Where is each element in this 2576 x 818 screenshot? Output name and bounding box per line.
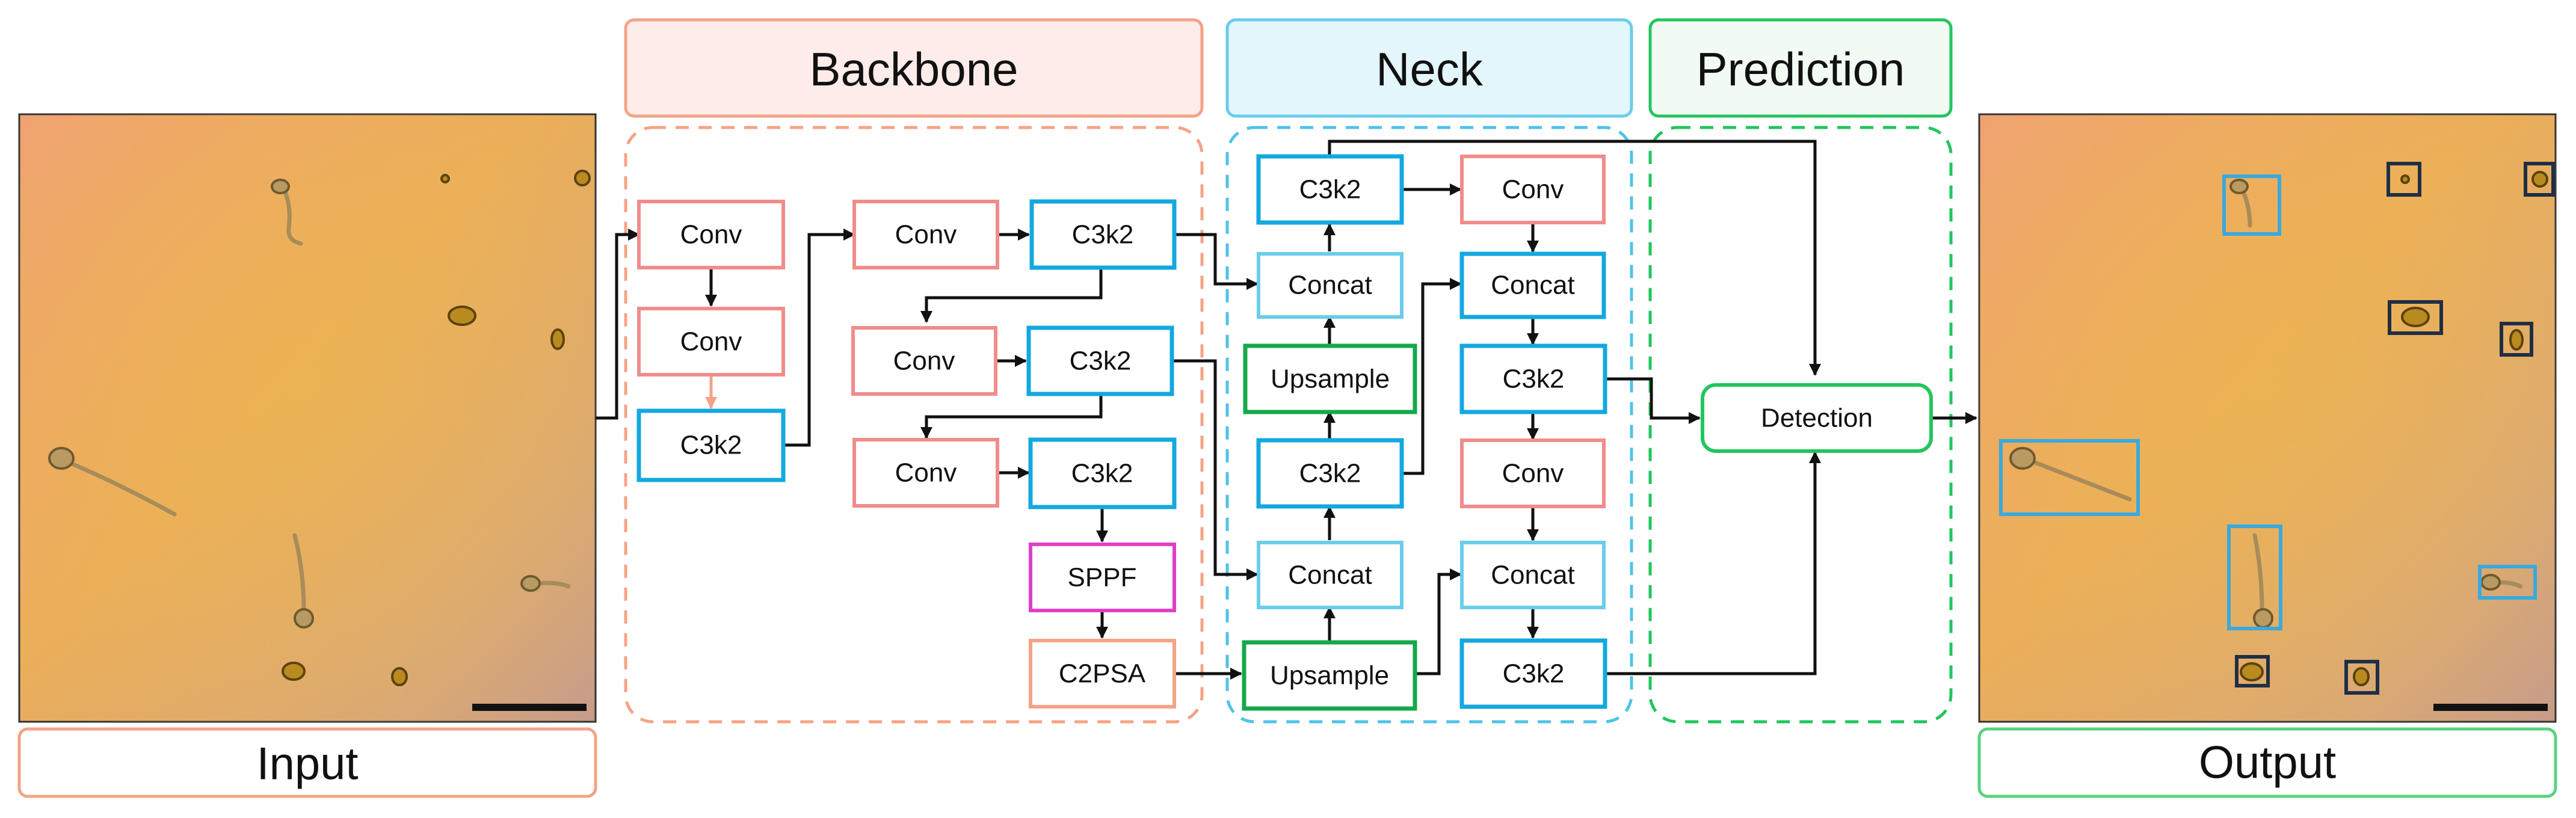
block-label: C3k2	[1070, 346, 1132, 376]
block-label: Concat	[1288, 561, 1372, 590]
backbone-conv-5: Conv	[852, 438, 999, 508]
connectors	[596, 140, 1977, 680]
neck-header: Neck	[1225, 18, 1633, 118]
backbone-c3k2-4: C3k2	[1028, 437, 1177, 509]
block-label: Conv	[895, 220, 957, 250]
block-label: Detection	[1761, 404, 1873, 433]
block-label: C3k2	[1503, 659, 1565, 689]
neck-conv-1: Conv	[1460, 155, 1606, 224]
block-label: Conv	[1502, 175, 1564, 204]
output-label-box: Output	[1977, 727, 2557, 798]
backbone-conv-4: Conv	[851, 326, 997, 396]
block-label: Conv	[680, 220, 742, 250]
neck-c3k2-top: C3k2	[1256, 154, 1404, 225]
block-label: Upsample	[1271, 364, 1390, 394]
output-image	[1978, 113, 2557, 723]
output-label: Output	[2199, 737, 2336, 789]
block-label: Concat	[1288, 271, 1372, 300]
neck-concat-2: Concat	[1257, 541, 1404, 609]
backbone-c3k2-3: C3k2	[1026, 325, 1174, 396]
prediction-title: Prediction	[1696, 43, 1905, 96]
backbone-region	[624, 126, 1204, 724]
neck-concat-1: Concat	[1257, 252, 1404, 319]
block-label: Upsample	[1270, 661, 1389, 690]
input-label: Input	[256, 739, 358, 790]
block-label: Conv	[680, 327, 742, 357]
neck-c3k2-mid: C3k2	[1256, 438, 1404, 509]
block-label: C3k2	[680, 431, 742, 460]
neck-region	[1225, 126, 1633, 724]
backbone-c3k2-2: C3k2	[1029, 199, 1177, 270]
neck-upsample-1: Upsample	[1243, 343, 1417, 414]
block-label: C3k2	[1071, 459, 1133, 488]
input-image	[18, 113, 597, 723]
block-label: Concat	[1491, 561, 1574, 590]
backbone-conv-2: Conv	[637, 307, 785, 377]
prediction-region	[1648, 126, 1953, 724]
backbone-conv-1: Conv	[637, 200, 785, 269]
block-label: Conv	[1502, 459, 1564, 488]
backbone-c3k2-1: C3k2	[636, 408, 786, 482]
block-label: Conv	[893, 346, 955, 376]
backbone-conv-3: Conv	[852, 200, 999, 269]
block-label: Concat	[1491, 271, 1574, 300]
neck-conv-2: Conv	[1460, 438, 1606, 508]
neck-upsample-2: Upsample	[1242, 640, 1417, 711]
backbone-c2psa: C2PSA	[1029, 639, 1176, 709]
block-label: C2PSA	[1059, 659, 1146, 689]
neck-c3k2-right-2: C3k2	[1459, 638, 1607, 709]
prediction-header: Prediction	[1648, 18, 1953, 118]
block-label: SPPF	[1068, 563, 1137, 592]
detection-block: Detection	[1701, 383, 1933, 453]
neck-c3k2-right-1: C3k2	[1459, 343, 1607, 414]
neck-concat-3: Concat	[1459, 251, 1606, 319]
neck-concat-4: Concat	[1460, 541, 1606, 609]
backbone-title: Backbone	[810, 43, 1018, 96]
neck-title: Neck	[1376, 43, 1484, 96]
backbone-sppf: SPPF	[1029, 543, 1176, 612]
block-label: C3k2	[1503, 364, 1565, 394]
block-label: C3k2	[1299, 175, 1361, 204]
input-label-box: Input	[17, 727, 597, 798]
backbone-header: Backbone	[624, 18, 1204, 118]
block-label: C3k2	[1299, 459, 1361, 488]
block-label: Conv	[895, 458, 957, 488]
block-label: C3k2	[1072, 220, 1134, 250]
